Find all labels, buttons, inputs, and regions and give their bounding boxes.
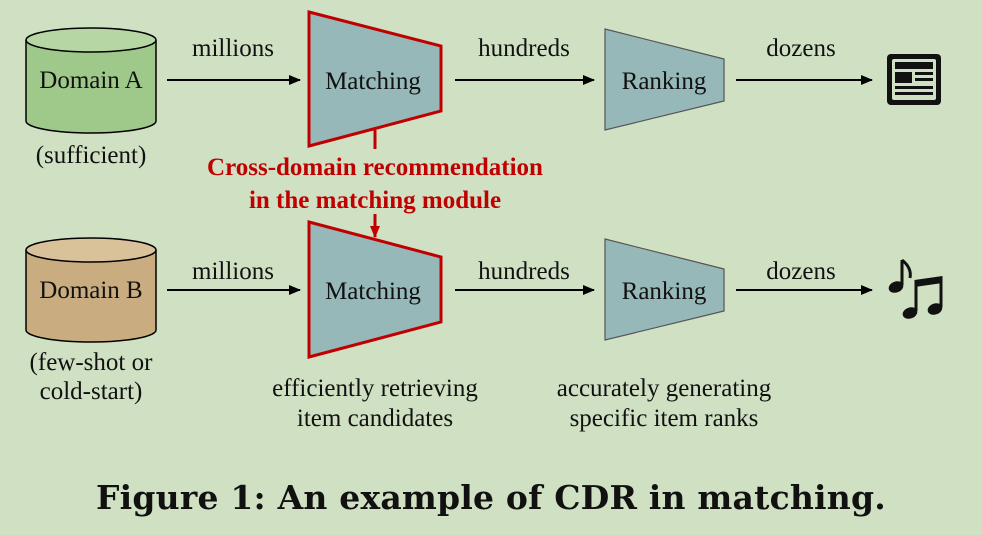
ranking-desc-line1: accurately generating	[557, 375, 772, 402]
ranking-module-a: Ranking	[604, 28, 725, 131]
matching-module-b: Matching	[307, 220, 443, 359]
music-note-icon	[888, 258, 943, 319]
flow-label-dozens-b: dozens	[766, 258, 835, 285]
ranking-module-b: Ranking	[604, 238, 725, 341]
domain-a-label: Domain A	[39, 67, 142, 94]
matching-desc-line2: item candidates	[297, 405, 453, 432]
matching-a-label: Matching	[325, 68, 421, 95]
domain-a-database: Domain A	[25, 27, 157, 134]
ranking-a-label: Ranking	[622, 68, 707, 95]
ranking-b-label: Ranking	[622, 278, 707, 305]
newspaper-icon	[887, 54, 941, 105]
flow-label-dozens-a: dozens	[766, 35, 835, 62]
domain-b-note-line2: cold-start)	[40, 378, 143, 405]
domain-b-note-line1: (few-shot or	[30, 349, 154, 376]
flow-label-millions-b: millions	[192, 258, 274, 285]
flow-label-hundreds-a: hundreds	[478, 35, 570, 62]
figure-caption: Figure 1: An example of CDR in matching.	[96, 478, 886, 517]
domain-a-note: (sufficient)	[36, 142, 147, 169]
matching-module-a: Matching	[307, 10, 443, 148]
matching-b-label: Matching	[325, 278, 421, 305]
domain-b-label: Domain B	[39, 277, 142, 304]
flow-label-hundreds-b: hundreds	[478, 258, 570, 285]
ranking-desc-line2: specific item ranks	[570, 405, 759, 432]
cross-domain-line1: Cross-domain recommendation	[207, 154, 543, 181]
cross-domain-line2: in the matching module	[249, 187, 501, 214]
domain-b-database: Domain B	[25, 237, 157, 343]
flow-label-millions-a: millions	[192, 35, 274, 62]
matching-desc-line1: efficiently retrieving	[272, 375, 478, 402]
